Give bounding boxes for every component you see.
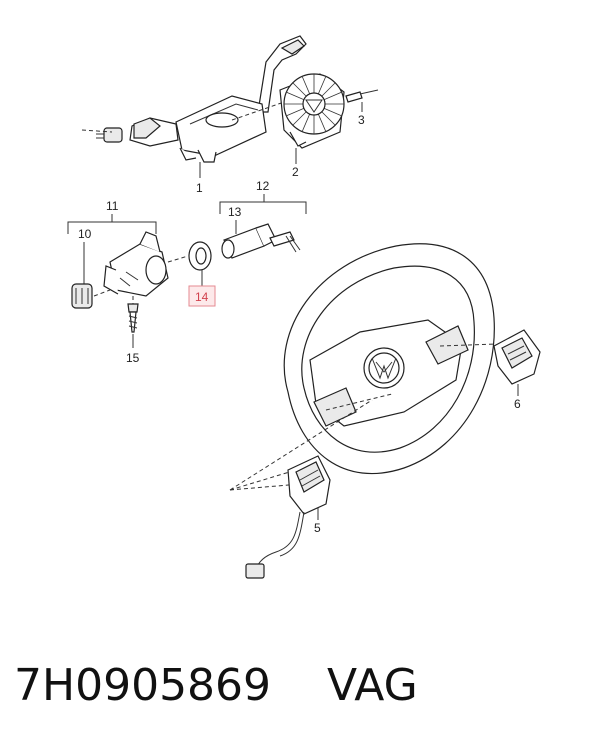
key (269, 231, 301, 253)
parts-diagram: 1 2 3 11 (67, 35, 541, 579)
combination-switch (96, 35, 307, 163)
label-11: 11 (106, 199, 119, 213)
lock-housing (103, 231, 169, 297)
label-6: 6 (514, 397, 521, 411)
lock-cylinder-13 (221, 223, 277, 259)
label-14-highlight (188, 285, 216, 307)
label-2: 2 (292, 165, 299, 179)
brand-name: VAG (327, 660, 418, 711)
part-number: 7H0905869 (14, 660, 272, 711)
bracket-11 (67, 214, 157, 234)
screw-3 (345, 89, 379, 103)
label-14: 14 (195, 290, 209, 304)
connector (245, 563, 265, 579)
label-1: 1 (196, 181, 203, 195)
screw-15 (127, 303, 139, 333)
label-10: 10 (78, 227, 92, 241)
bracket-12 (219, 194, 307, 214)
part-caption: 7H0905869 VAG (14, 660, 418, 730)
label-13: 13 (228, 205, 242, 219)
lock-nut-10 (71, 283, 93, 309)
steering-wheel (283, 243, 495, 475)
button-module-5 (287, 455, 331, 515)
button-module-6 (493, 329, 541, 385)
clock-spring (279, 73, 345, 149)
label-15: 15 (126, 351, 140, 365)
label-12: 12 (256, 179, 270, 193)
ring-14 (188, 241, 212, 271)
label-3: 3 (358, 113, 365, 127)
label-5: 5 (314, 521, 321, 535)
